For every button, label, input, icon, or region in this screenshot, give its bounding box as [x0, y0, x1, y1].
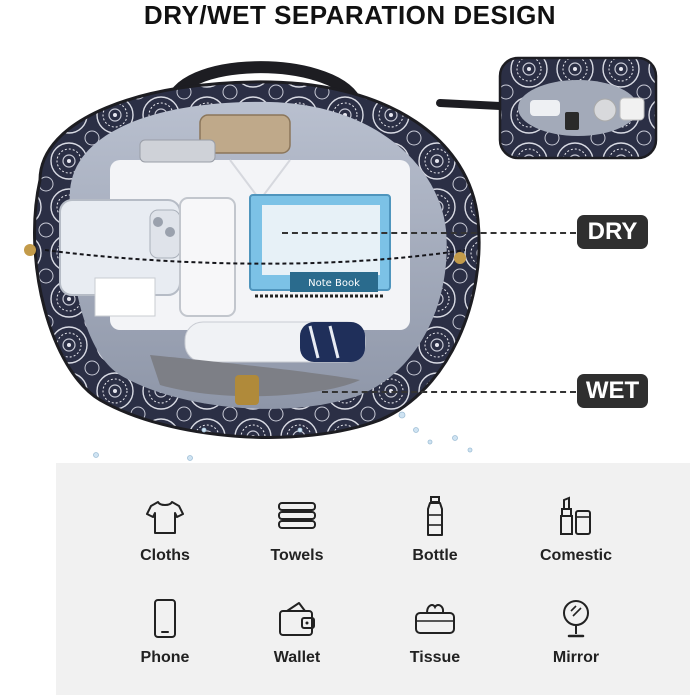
- wet-pointer-line: [322, 391, 576, 393]
- item-cloths: Cloths: [95, 495, 235, 565]
- tissue-icon: [415, 604, 455, 634]
- bottle-icon: [427, 496, 443, 536]
- item-towels: Towels: [227, 495, 367, 565]
- phone-icon: [154, 599, 176, 638]
- wet-badge: WET: [577, 374, 648, 408]
- item-tissue: Tissue: [365, 597, 505, 667]
- page-title: DRY/WET SEPARATION DESIGN: [143, 0, 557, 30]
- item-wallet: Wallet: [227, 597, 367, 667]
- dry-badge: DRY: [577, 215, 648, 249]
- item-mirror: Mirror: [506, 597, 646, 667]
- item-comestic: Comestic: [506, 495, 646, 565]
- items-panel: Cloths Towels Bottle Comestic: [56, 463, 690, 695]
- mirror-icon: [563, 600, 589, 638]
- item-bottle: Bottle: [365, 495, 505, 565]
- cosmetic-icon: [560, 496, 591, 535]
- wallet-icon: [279, 602, 315, 636]
- product-photo: Note Book: [24, 56, 658, 461]
- dry-pointer-line: [282, 232, 576, 234]
- tshirt-icon: [146, 501, 184, 534]
- notebook-label: Note Book: [308, 278, 360, 289]
- towels-icon: [278, 502, 316, 529]
- item-phone: Phone: [95, 597, 235, 667]
